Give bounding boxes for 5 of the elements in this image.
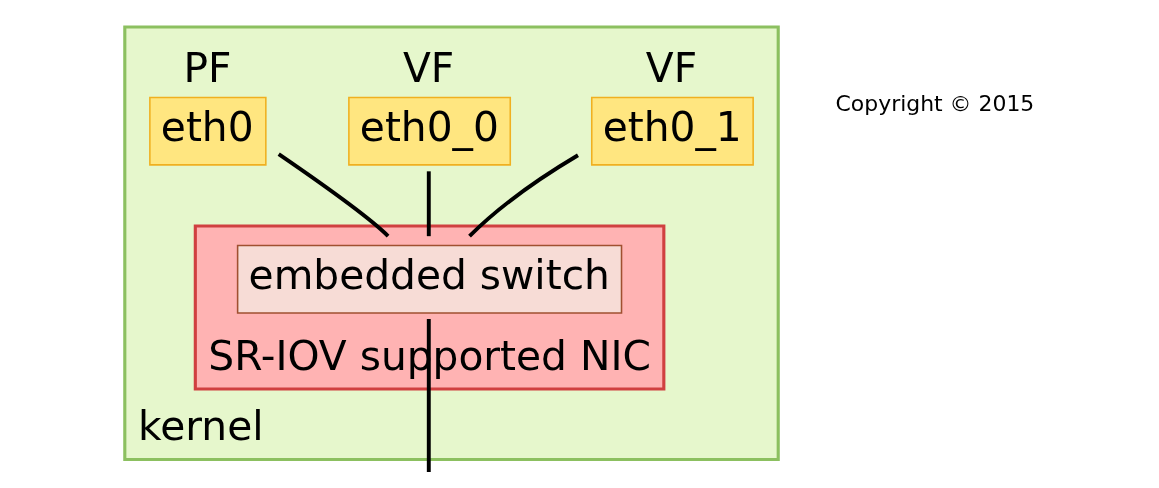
connector	[426, 171, 431, 237]
node-label: VF	[402, 43, 454, 92]
label: Copyright © 2015	[835, 91, 1034, 117]
node-label: VF	[645, 43, 697, 92]
node-label: PF	[183, 43, 232, 92]
